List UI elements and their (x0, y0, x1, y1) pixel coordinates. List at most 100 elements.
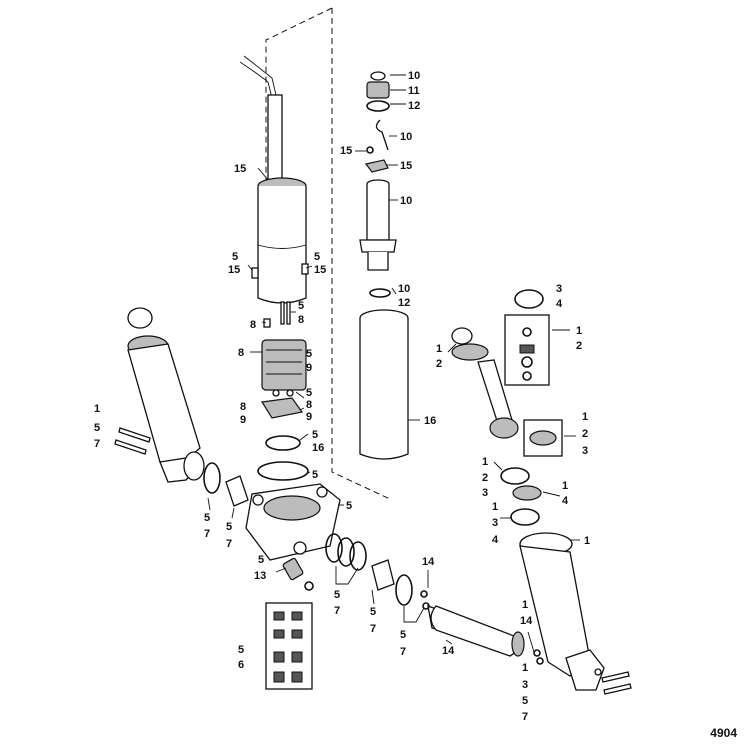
assembly-guide-line (265, 7, 393, 501)
callout: 1 (94, 403, 100, 415)
callout: 10 (398, 283, 410, 295)
callout: 10 (400, 195, 412, 207)
callout: 7 (334, 605, 340, 617)
o-ring (203, 462, 221, 494)
callout: 15 (314, 264, 326, 276)
reservoir-cap (366, 71, 390, 112)
callout: 14 (442, 645, 455, 657)
callout: 9 (306, 411, 312, 423)
callout: 7 (370, 623, 376, 635)
valve (364, 159, 389, 173)
callout: 8 (250, 319, 256, 331)
callout: 2 (582, 428, 588, 440)
o-ring (514, 289, 544, 309)
o-ring (337, 537, 355, 567)
o-ring (510, 508, 540, 526)
retaining-pin (375, 119, 389, 151)
callout: 5 (94, 422, 100, 434)
callout: 5 (346, 500, 352, 512)
callout: 1 (492, 501, 498, 513)
callout: 5 (306, 348, 312, 360)
callout: 3 (482, 487, 488, 499)
callout: 5 (238, 644, 244, 656)
callout: 2 (436, 358, 442, 370)
callout: 1 (522, 662, 528, 674)
callout: 7 (226, 538, 232, 550)
o-ring (369, 288, 391, 298)
callout: 10 (400, 131, 412, 143)
callout: 16 (424, 415, 436, 427)
callout: 1 (482, 456, 488, 468)
callout: 3 (556, 283, 562, 295)
pump-assembly (260, 301, 307, 419)
callout: 5 (370, 606, 376, 618)
callout: 8 (306, 399, 312, 411)
bolts (114, 427, 151, 455)
bolts (601, 671, 632, 695)
callout: 12 (398, 297, 410, 309)
washer (536, 657, 544, 665)
callout: 15 (400, 160, 412, 172)
callout: 9 (306, 362, 312, 374)
callout: 1 (436, 343, 442, 355)
callout: 5 (204, 512, 210, 524)
accumulator-tube (359, 309, 409, 460)
reservoir-fitting (359, 179, 397, 271)
hardware-kit-box (265, 602, 313, 690)
seal-kit-box-1 (504, 314, 550, 386)
callout: 14 (422, 556, 435, 568)
callout: 3 (582, 445, 588, 457)
callout-labels: 10 11 12 10 15 15 15 10 5 15 5 15 10 12 … (94, 70, 590, 723)
callout: 5 (522, 695, 528, 707)
callout: 1 (584, 535, 590, 547)
callout: 7 (94, 438, 100, 450)
callout: 5 (334, 589, 340, 601)
callout: 8 (240, 401, 246, 413)
callout: 1 (522, 599, 528, 611)
o-ring (325, 533, 343, 563)
callout: 1 (576, 325, 582, 337)
callout: 7 (522, 711, 528, 723)
seal-kit-box-2 (523, 419, 563, 457)
callout: 5 (312, 429, 318, 441)
bushing (371, 559, 395, 591)
callout: 5 (306, 387, 312, 399)
callout: 14 (520, 615, 533, 627)
callout: 3 (492, 517, 498, 529)
callout: 3 (522, 679, 528, 691)
o-ring (349, 541, 367, 571)
callout: 2 (576, 340, 582, 352)
bushing (225, 475, 249, 507)
callout: 10 (408, 70, 420, 82)
figure-number: 4904 (710, 726, 737, 740)
callout: 6 (238, 659, 244, 671)
o-ring (395, 574, 413, 606)
callout: 4 (556, 298, 563, 310)
callout: 5 (298, 300, 304, 312)
right-trim-ram-housing (519, 532, 605, 691)
callout: 4 (492, 534, 499, 546)
washer (533, 649, 541, 657)
relief-valve (282, 557, 314, 591)
callout: 11 (408, 85, 420, 97)
trim-shaft (420, 590, 525, 657)
callout: 15 (228, 264, 240, 276)
callout: 4 (562, 495, 569, 507)
callout: 12 (408, 100, 420, 112)
callout: 7 (400, 646, 406, 658)
o-ring (500, 467, 530, 485)
callout: 9 (240, 414, 246, 426)
callout: 5 (400, 629, 406, 641)
left-trim-cylinder (127, 307, 205, 483)
callout: 5 (258, 554, 264, 566)
callout: 8 (238, 347, 244, 359)
callout: 2 (482, 472, 488, 484)
callout: 15 (234, 163, 246, 175)
o-ring (265, 435, 301, 451)
callout: 7 (204, 528, 210, 540)
callout: 5 (314, 251, 320, 263)
callout: 1 (562, 480, 568, 492)
callout: 5 (226, 521, 232, 533)
callout: 13 (254, 570, 266, 582)
